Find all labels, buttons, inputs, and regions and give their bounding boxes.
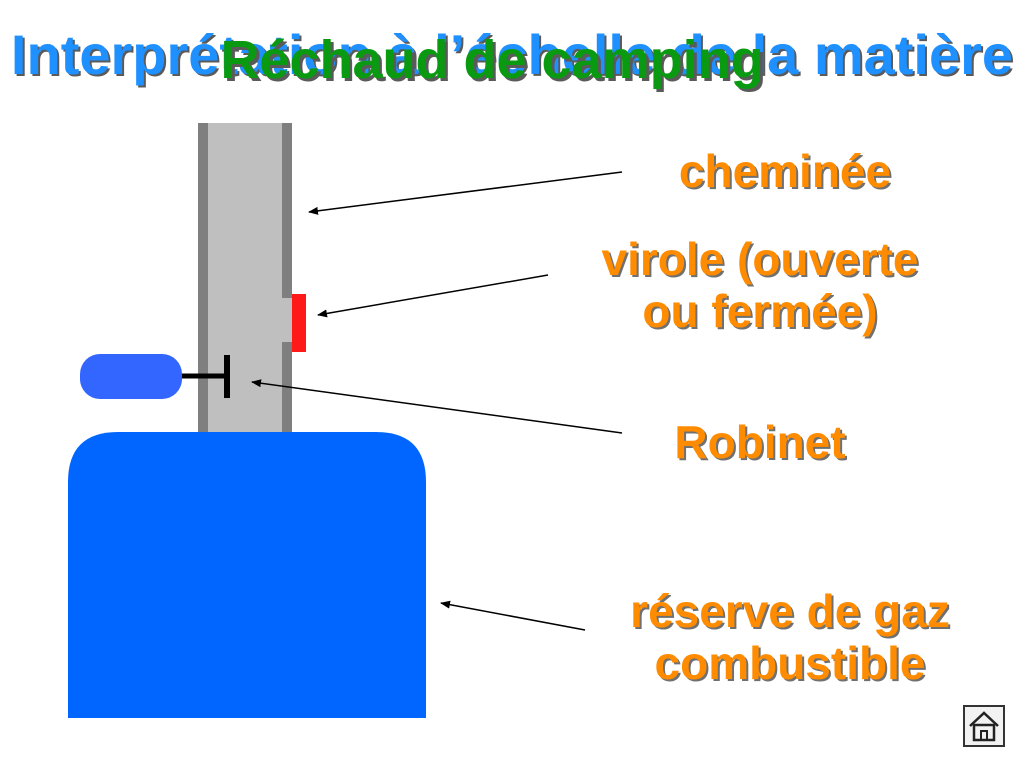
label-virole: virole (ouverte ou fermée) [545, 233, 975, 337]
label-robinet: Robinet [674, 416, 846, 468]
background-title: Interprétation à l’échelle de la matière [10, 23, 1014, 86]
slide-title: Réchaud de camping [220, 30, 764, 90]
label-reserve-line1: réserve de gaz [630, 585, 950, 637]
label-virole-line1: virole (ouverte [601, 233, 919, 285]
valve [180, 355, 230, 398]
arrow-robinet [251, 379, 623, 434]
label-reserve-line2: combustible [654, 637, 926, 689]
ferrule [292, 294, 306, 352]
arrow-virole [317, 274, 549, 318]
chimney [198, 123, 292, 443]
label-reserve: réserve de gaz combustible [565, 585, 1015, 689]
gas-tank [68, 432, 426, 718]
home-icon [969, 711, 999, 742]
arrow-cheminee [308, 171, 623, 215]
label-cheminee: cheminée [678, 145, 892, 197]
valve-knob [80, 354, 182, 399]
label-virole-line2: ou fermée) [642, 285, 878, 337]
home-button[interactable] [963, 705, 1005, 747]
arrow-reserve [440, 600, 586, 631]
